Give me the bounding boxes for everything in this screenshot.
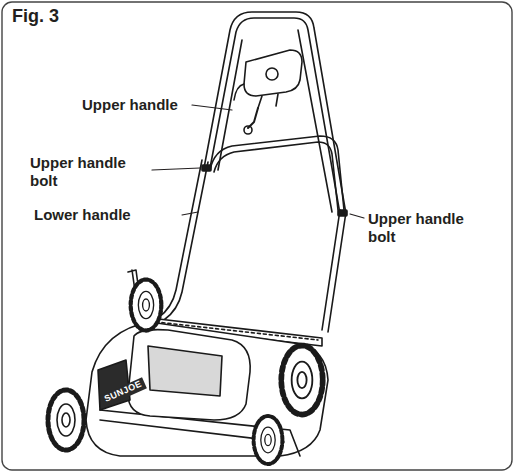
lower-handle <box>158 136 346 332</box>
mower-deck <box>86 322 328 456</box>
switch-box <box>244 50 302 134</box>
cable <box>234 84 244 100</box>
handle-bolt <box>202 165 347 216</box>
rear-left-wheel <box>131 280 162 331</box>
part-label: Upper handle <box>82 96 178 114</box>
part-label: Upper handle bolt <box>30 154 148 190</box>
figure-frame <box>2 2 512 470</box>
rear-right-wheel <box>281 346 322 415</box>
part-label: Upper handle bolt <box>368 210 492 246</box>
upper-handle <box>204 12 346 214</box>
part-label: Lower handle <box>34 206 131 224</box>
front-right-wheel <box>254 416 283 464</box>
front-left-wheel <box>48 390 84 450</box>
leader-lines <box>152 105 364 218</box>
figure-title: Fig. 3 <box>12 6 59 28</box>
